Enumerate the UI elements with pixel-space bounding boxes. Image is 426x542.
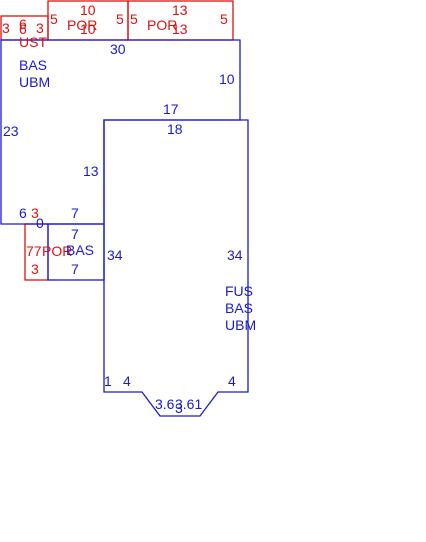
main-top-label: 30 — [110, 41, 126, 57]
porch-2-top-label: 13 — [172, 2, 188, 18]
step-top-label: 17 — [163, 101, 179, 117]
porch-2-left-label: 5 — [130, 11, 138, 27]
fus-left-34-label: 34 — [107, 247, 123, 263]
porch-2-right-label: 5 — [220, 11, 228, 27]
bay-bottom-label: 3 — [175, 400, 183, 416]
fus-name-line-3: UBM — [225, 317, 256, 333]
red-3-top-label: 3 — [31, 205, 39, 221]
bottom-7-a-label: 7 — [71, 205, 79, 221]
bottom-left-6-label: 6 — [19, 205, 27, 221]
porch-1-top-label: 10 — [80, 2, 96, 18]
fus-name-line-2: BAS — [225, 300, 253, 316]
bottom-4-right-label: 4 — [228, 373, 236, 389]
small-bas-label: BAS — [66, 242, 94, 258]
porch-1-bottom-label: 10 — [80, 21, 96, 37]
red-77-label: 77 — [26, 243, 42, 259]
ust-top-label: 6 — [19, 16, 27, 32]
small-0-label: 0 — [36, 215, 44, 231]
main-name-line-1: BAS — [19, 57, 47, 73]
main-name-line-2: UBM — [19, 74, 50, 90]
fus-name-line-1: FUS — [225, 283, 253, 299]
main-left-label: 23 — [3, 123, 19, 139]
porch-2-name-label: POR — [147, 17, 177, 33]
fus-top-label: 18 — [167, 121, 183, 137]
ust-bottom-label: 6 — [19, 21, 27, 37]
porch-1-right-label: 5 — [116, 11, 124, 27]
red-por-label: POR — [42, 243, 72, 259]
fus-right-34-label: 34 — [227, 247, 243, 263]
inner-left-label: 13 — [83, 163, 99, 179]
bottom-7-c-label: 7 — [71, 261, 79, 277]
bottom-7-b-label: 7 — [71, 226, 79, 242]
bottom-4-left-label: 4 — [123, 373, 131, 389]
ust-name-label: UST — [19, 34, 47, 50]
ust-left-label: 3 — [2, 20, 10, 36]
porch-1-name-label: POR — [67, 17, 97, 33]
red-3-bottom-label: 3 — [31, 261, 39, 277]
porch-2-bottom-label: 13 — [172, 21, 188, 37]
small-bas-outline — [47, 223, 105, 281]
bottom-1-label: 1 — [104, 373, 112, 389]
bay-right-label: 3.61 — [175, 396, 202, 412]
main-right-label: 10 — [219, 71, 235, 87]
fus-outline — [103, 119, 249, 417]
ust-right-label: 3 — [36, 20, 44, 36]
bay-left-label: 3.6 — [155, 396, 175, 412]
porch-1-left-label: 5 — [50, 11, 58, 27]
